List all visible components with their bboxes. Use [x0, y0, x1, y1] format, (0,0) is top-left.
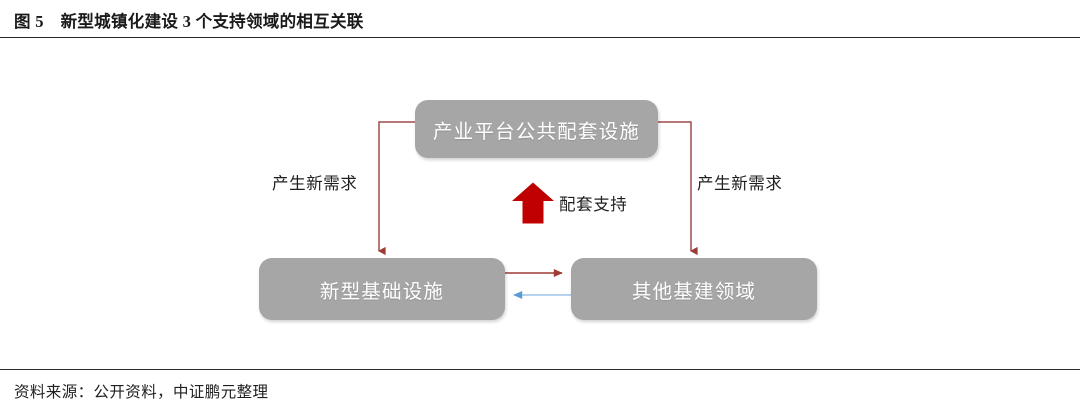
- node-new-infrastructure[interactable]: 新型基础设施: [259, 258, 505, 320]
- node-platform-label: 产业平台公共配套设施: [432, 121, 640, 143]
- diagram-connectors: [377, 121, 698, 299]
- page-title: 图 5 新型城镇化建设 3 个支持领域的相互关联: [14, 12, 364, 31]
- edge-label-right-new-demand: 产生新需求: [697, 174, 783, 193]
- relationship-diagram: 产业平台公共配套设施 新型基础设施 其他基建领域 产生新需求 产生新需求 配套支…: [0, 39, 1080, 369]
- edge-label-supporting-support: 配套支持: [559, 195, 628, 214]
- node-new-infrastructure-label: 新型基础设施: [319, 281, 445, 303]
- edge-label-left-new-demand: 产生新需求: [272, 174, 358, 193]
- node-other-infrastructure[interactable]: 其他基建领域: [571, 258, 817, 320]
- support-block-arrow-icon: [512, 182, 554, 224]
- node-other-infrastructure-label: 其他基建领域: [631, 281, 757, 303]
- connector-platform-to-new-infrastructure: [377, 121, 415, 256]
- figure-header: 图 5 新型城镇化建设 3 个支持领域的相互关联: [0, 0, 1080, 39]
- footer-divider: [0, 369, 1080, 370]
- source-note: 资料来源：公开资料，中证鹏元整理: [14, 384, 269, 401]
- header-divider: [0, 37, 1080, 38]
- node-industrial-platform[interactable]: 产业平台公共配套设施: [415, 100, 658, 158]
- connector-platform-to-other-infrastructure: [658, 121, 698, 256]
- figure-footer: 资料来源：公开资料，中证鹏元整理: [0, 369, 1080, 417]
